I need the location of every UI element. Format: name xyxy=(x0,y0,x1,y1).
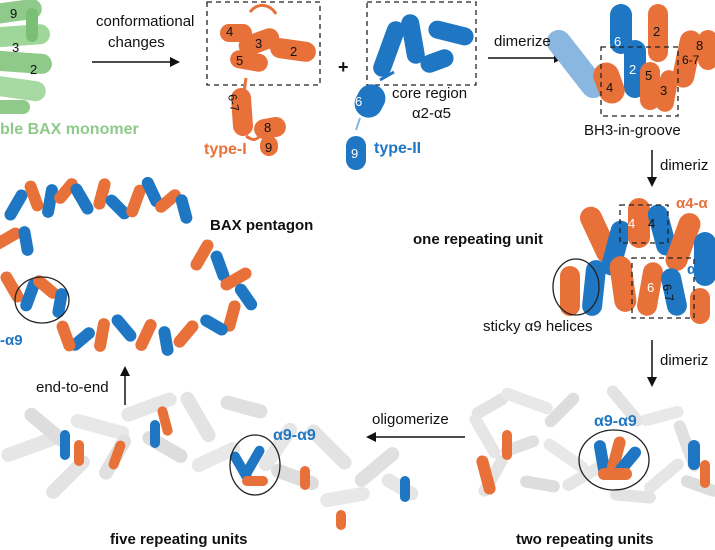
monomer-helix-label: 2 xyxy=(30,62,37,77)
pentagon-a9-label: -α9 xyxy=(0,332,23,349)
dimer-helix-label: 5 xyxy=(645,68,652,83)
repeating-unit-a4-box xyxy=(619,204,669,244)
dimer-helix-label: 2 xyxy=(653,24,660,39)
dimer-helix-label: 6 xyxy=(614,34,621,49)
repeating-unit-helix-label: 6 xyxy=(647,280,654,295)
one-repeating-unit-label: one repeating unit xyxy=(413,231,544,248)
dimerize-right-2-label: dimeriz xyxy=(660,352,709,369)
monomer-helix-label: 3 xyxy=(12,40,19,55)
pentagon-a9-circle xyxy=(14,276,70,324)
monomer-label: ble BAX monomer xyxy=(0,121,139,138)
five-units-structure xyxy=(1,391,419,530)
sticky-a9-circle xyxy=(552,258,600,316)
end-to-end-label: end-to-end xyxy=(36,379,109,396)
dimer-helix-label: 6-7 xyxy=(682,53,700,67)
changes-label: changes xyxy=(108,34,165,51)
pentagon-structure xyxy=(0,176,258,356)
type-i-helix-label: 9 xyxy=(265,140,272,155)
bh3-in-groove-label: BH3-in-groove xyxy=(584,122,681,139)
type-ii-helix-label: 9 xyxy=(351,146,358,161)
type-i-helix-label: 2 xyxy=(290,44,297,59)
two-units-structure xyxy=(469,385,715,504)
type-i-helix-label: 5 xyxy=(236,53,243,68)
five-units-a9-label: α9-α9 xyxy=(273,427,316,444)
type-ii-helix-label: 6 xyxy=(355,94,362,109)
monomer-structure: 9 3 2 xyxy=(0,0,52,114)
type-i-label: type-I xyxy=(204,141,247,158)
type-ii-structure: 6 9 xyxy=(346,1,477,170)
five-units-label: five repeating units xyxy=(110,531,248,548)
conformational-label: conformational xyxy=(96,13,195,30)
repeating-unit-structure: 4 4 6-7 6 xyxy=(552,198,715,324)
type-i-helix-label: 6-7 xyxy=(225,93,242,113)
type-i-helix-label: 3 xyxy=(255,36,262,51)
monomer-helix-label: 9 xyxy=(10,6,17,21)
type-i-core-box xyxy=(206,1,321,86)
a4-label: α4-α xyxy=(676,195,708,212)
repeating-unit-helix-label: 4 xyxy=(628,216,635,231)
two-units-a9-circle xyxy=(578,429,650,491)
sticky-a9-label: sticky α9 helices xyxy=(483,318,593,335)
repeating-unit-helix-label: 4 xyxy=(648,216,655,231)
dimer-helix-label: 3 xyxy=(660,83,667,98)
oligomerize-label: oligomerize xyxy=(372,411,449,428)
a6-label: α6- xyxy=(687,261,710,278)
repeating-unit-helix-label: 6-7 xyxy=(660,283,677,303)
core-region-label: core region xyxy=(392,85,468,102)
dimerize-right-1-label: dimeriz xyxy=(660,157,709,174)
dimer-helix-label: 4 xyxy=(606,80,613,95)
type-ii-label: type-II xyxy=(374,140,422,157)
type-i-structure: 4 3 5 2 6-7 8 9 xyxy=(206,1,321,156)
dimerize-top-label: dimerize xyxy=(494,33,551,50)
repeating-unit-a6-box xyxy=(631,257,695,319)
core-alpha-label: α2-α5 xyxy=(412,105,452,122)
dimer-structure: 6 2 2 5 3 4 6-7 8 xyxy=(546,4,715,117)
type-i-helix-label: 8 xyxy=(264,120,271,135)
dimer-helix-label: 2 xyxy=(629,62,636,77)
plus-sign: + xyxy=(338,57,349,77)
five-units-a9-circle xyxy=(229,434,281,496)
pentagon-label: BAX pentagon xyxy=(210,217,314,234)
two-units-label: two repeating units xyxy=(516,531,654,548)
type-ii-core-box xyxy=(366,1,477,86)
type-i-helix-label: 4 xyxy=(226,24,233,39)
dimer-groove-box xyxy=(600,46,679,117)
dimer-helix-label: 8 xyxy=(696,38,703,53)
two-units-a9-label: α9-α9 xyxy=(594,413,637,430)
